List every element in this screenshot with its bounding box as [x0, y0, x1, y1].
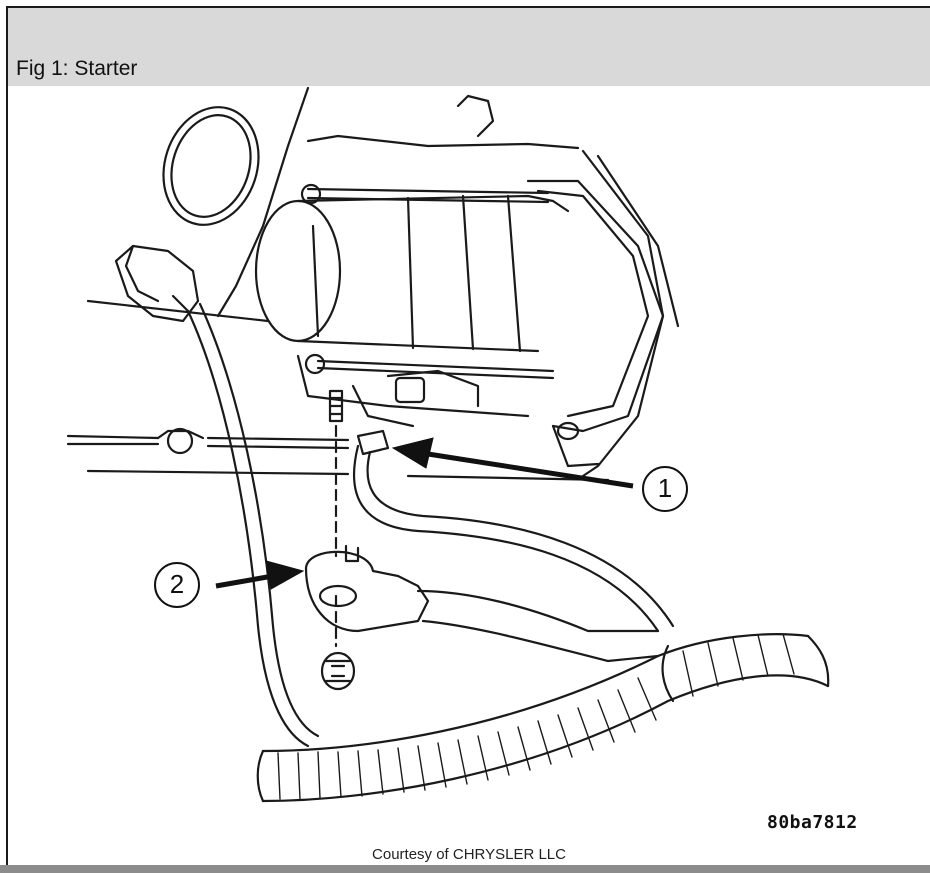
callout-arrows [215, 437, 634, 590]
arrow-2-head [265, 560, 305, 590]
diagram-code: 80ba7812 [767, 812, 858, 833]
nut [320, 651, 356, 691]
arrow-1-head [391, 437, 434, 469]
figure-frame [6, 6, 930, 873]
terminal-stud [328, 389, 344, 648]
engine-housing [86, 86, 680, 478]
o-ring [162, 106, 260, 226]
callout-2: 2 [154, 562, 200, 608]
sensor-connector [114, 244, 320, 748]
starter-motor [254, 179, 665, 468]
title-bar [8, 8, 930, 86]
wiring-harness [256, 633, 830, 803]
arrow-1 [427, 451, 634, 489]
figure-title: Fig 1: Starter [16, 57, 138, 80]
battery-cable-terminal [304, 544, 660, 663]
arrow-2 [215, 573, 274, 589]
callout-1: 1 [642, 466, 688, 512]
bottom-bar [0, 865, 930, 873]
solenoid-cable [352, 429, 675, 633]
starter-diagram [66, 86, 830, 803]
figure-credit: Courtesy of CHRYSLER LLC [372, 846, 566, 863]
frame-rail [66, 427, 610, 482]
